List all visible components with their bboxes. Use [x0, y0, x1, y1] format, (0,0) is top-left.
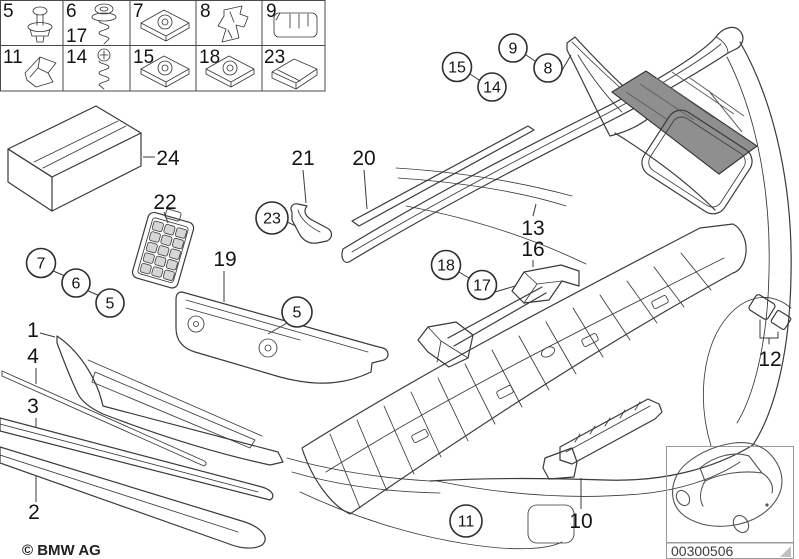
clip-nut-icon — [140, 9, 190, 42]
label-21[interactable]: 21 — [291, 147, 314, 170]
label-20[interactable]: 20 — [352, 147, 375, 170]
callout-7[interactable] — [25, 247, 57, 279]
leader-21 — [302, 169, 307, 204]
trim-strip-part-2 — [0, 446, 266, 549]
grille-part-22 — [131, 208, 195, 289]
callout-7-label[interactable]: 7 — [37, 256, 46, 273]
callout-17[interactable] — [466, 269, 498, 301]
legend-number: 23 — [264, 47, 285, 68]
label-2[interactable]: 2 — [28, 501, 40, 524]
part-number-labels: 24 22 21 20 19 13 16 1 4 3 2 10 12 — [27, 147, 782, 533]
callout-23: 23 — [255, 201, 297, 235]
retainer-clip-icon — [217, 5, 249, 43]
callout-11-label[interactable]: 11 — [458, 514, 475, 531]
leader-13 — [532, 203, 537, 217]
legend-number: 15 — [133, 47, 154, 68]
callout-14-label[interactable]: 14 — [483, 80, 501, 97]
callout-17-label[interactable]: 17 — [473, 278, 491, 295]
label-10[interactable]: 10 — [569, 510, 592, 533]
callout-chain-18-17: 18 17 — [430, 249, 516, 301]
legend-number: 17 — [66, 26, 87, 47]
trim-strip-part-3 — [0, 417, 274, 501]
leader-22 — [163, 211, 169, 224]
screw-washer-icon — [91, 3, 117, 45]
label-3[interactable]: 3 — [27, 395, 39, 418]
bumper-carrier-part-16 — [417, 264, 580, 368]
covers-part-12 — [748, 294, 792, 345]
copyright-text: © BMW AG — [22, 542, 101, 559]
callout-8-label[interactable]: 8 — [544, 61, 553, 78]
car-locator-inset: 00300506 — [666, 442, 794, 559]
screw-icon — [97, 48, 111, 90]
callout-18[interactable] — [430, 249, 462, 281]
grille-mesh — [139, 220, 187, 281]
car-icon — [672, 442, 783, 534]
spring-clip-icon — [24, 56, 57, 88]
clip-nut-icon — [205, 55, 255, 88]
bumper-inner-panel — [301, 223, 747, 515]
end-cap-icon — [273, 12, 318, 38]
legend-number: 5 — [3, 1, 14, 22]
callout-chain-7-6-5: 7 6 5 — [25, 247, 125, 318]
callout-5-mid-label[interactable]: 5 — [293, 305, 302, 322]
callout-5-left[interactable] — [95, 288, 125, 318]
trim-moulding-part-13 — [341, 26, 744, 263]
label-1[interactable]: 1 — [27, 319, 39, 342]
trim-strip-part-1 — [56, 335, 284, 466]
bumper-cover-skin — [286, 41, 792, 550]
label-22[interactable]: 22 — [153, 191, 176, 214]
callout-8[interactable] — [533, 53, 563, 83]
callout-5-mid: 5 — [267, 296, 313, 335]
label-12[interactable]: 12 — [758, 348, 781, 371]
bracket-part-21 — [290, 203, 333, 244]
clip-nut-icon — [140, 55, 190, 88]
legend-number: 11 — [3, 47, 23, 68]
corner-triangle — [780, 546, 791, 557]
label-19[interactable]: 19 — [213, 248, 236, 271]
legend-number: 8 — [200, 1, 211, 22]
trim-strip-part-4 — [1, 370, 207, 467]
callout-23[interactable] — [255, 201, 289, 235]
body-rear-panel-lines — [395, 167, 587, 265]
label-16[interactable]: 16 — [521, 238, 544, 261]
label-4[interactable]: 4 — [27, 345, 39, 368]
legend-number: 14 — [66, 47, 88, 68]
callout-11[interactable] — [449, 504, 483, 538]
label-24[interactable]: 24 — [156, 147, 180, 170]
label-13[interactable]: 13 — [521, 217, 544, 240]
callout-18-label[interactable]: 18 — [437, 258, 455, 275]
callout-chain-15-14: 15 14 — [441, 51, 507, 102]
callout-9-label[interactable]: 9 — [509, 41, 518, 58]
legend-number: 7 — [133, 1, 144, 22]
legend-number: 18 — [199, 47, 220, 68]
callout-5-mid[interactable] — [281, 296, 313, 328]
carton-part-24 — [7, 105, 142, 212]
legend-grid: 5 6 17 7 8 9 11 14 15 18 23 — [0, 0, 326, 92]
callout-9[interactable] — [498, 33, 528, 63]
callout-14[interactable] — [477, 72, 507, 102]
strip-part-20 — [351, 125, 535, 227]
callout-5-left-label[interactable]: 5 — [106, 296, 115, 313]
callout-11: 11 — [449, 504, 483, 538]
slat-part-10 — [542, 398, 663, 480]
leader-1 — [39, 332, 56, 338]
cover-cap-icon — [271, 58, 318, 90]
callout-chain-9-8: 9 8 — [498, 33, 572, 83]
legend-number: 9 — [266, 1, 277, 22]
callout-15[interactable] — [441, 51, 473, 83]
callout-23-label[interactable]: 23 — [263, 211, 281, 228]
image-code: 00300506 — [671, 543, 734, 559]
callout-15-label[interactable]: 15 — [448, 60, 466, 77]
callout-6[interactable] — [61, 268, 91, 298]
panel-part-19 — [175, 291, 389, 384]
callout-6-label[interactable]: 6 — [72, 276, 81, 293]
legend-number: 6 — [66, 1, 77, 22]
expanding-rivet-icon — [27, 6, 53, 43]
leader-20 — [363, 169, 368, 210]
trunk-sill-trim — [611, 70, 758, 175]
